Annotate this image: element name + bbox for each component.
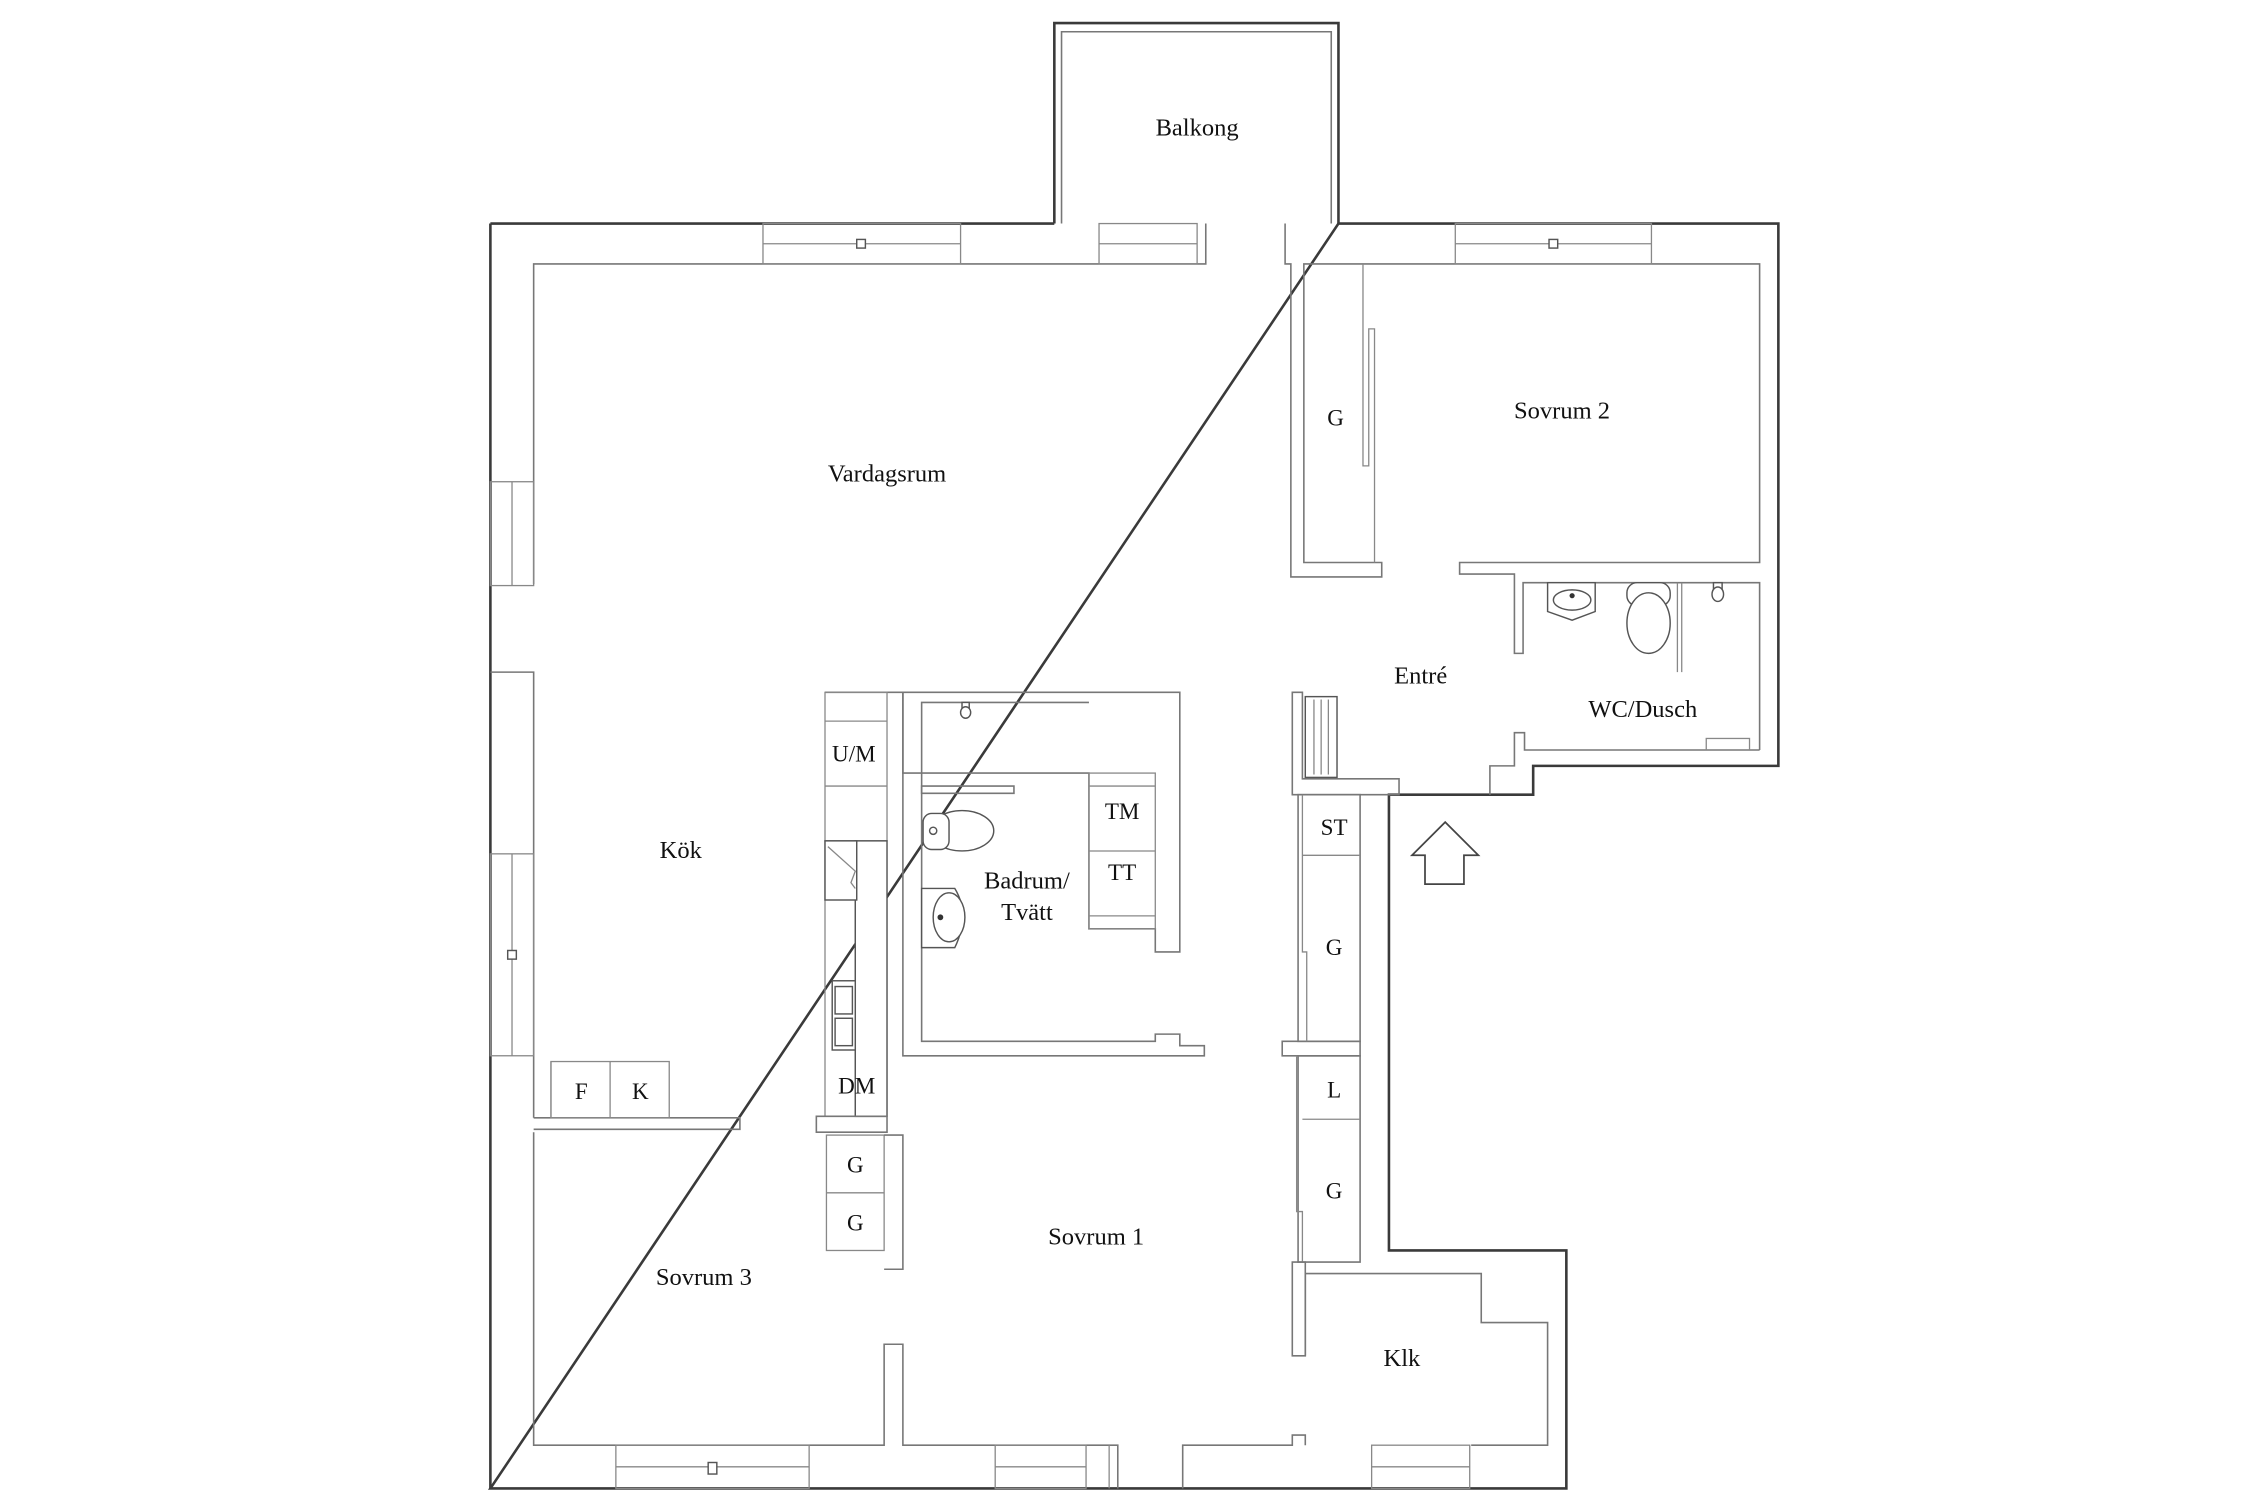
dishwasher-label: DM [838, 1072, 875, 1098]
room-label-bathroom: Badrum/ [984, 867, 1070, 894]
wardrobe-label: G [1326, 1178, 1343, 1204]
room-label-walk-in-closet: Klk [1384, 1345, 1422, 1372]
room-label-balcony: Balkong [1156, 115, 1239, 142]
wardrobe-label: G [847, 1209, 864, 1235]
balcony [1053, 21, 1340, 224]
washing-machine-label: TM [1105, 798, 1140, 824]
bathroom-shower-head-icon [959, 701, 972, 719]
wc-toilet-icon [1626, 581, 1671, 655]
room-label-entrance: Entré [1394, 663, 1447, 690]
wardrobe-label: G [847, 1152, 864, 1178]
room-label-bedroom-3: Sovrum 3 [656, 1264, 752, 1291]
arrow-up-icon [1409, 820, 1481, 885]
tumble-dryer-label: TT [1108, 859, 1136, 885]
room-label-bedroom-1: Sovrum 1 [1048, 1224, 1144, 1251]
room-label-laundry: Tvätt [1001, 899, 1053, 926]
linen-cabinet-label: L [1327, 1077, 1341, 1103]
cleaning-cabinet-label: ST [1321, 814, 1348, 840]
wc-sink-icon [1546, 581, 1596, 621]
inner-walls [489, 222, 1761, 1490]
wc-shower-head-icon [1711, 581, 1725, 603]
room-label-living-room: Vardagsrum [828, 461, 946, 488]
room-label-kitchen: Kök [660, 837, 703, 864]
room-label-wc-shower: WC/Dusch [1588, 696, 1697, 723]
oven-microwave-label: U/M [832, 741, 876, 767]
bathroom-toilet-icon [922, 809, 995, 852]
bathroom-sink-icon [920, 887, 966, 949]
freezer-label: K [632, 1078, 649, 1104]
wardrobe-label: G [1327, 404, 1344, 430]
fridge-label: F [575, 1078, 588, 1104]
wardrobe-label: G [1326, 934, 1343, 960]
room-label-bedroom-2: Sovrum 2 [1514, 397, 1610, 424]
